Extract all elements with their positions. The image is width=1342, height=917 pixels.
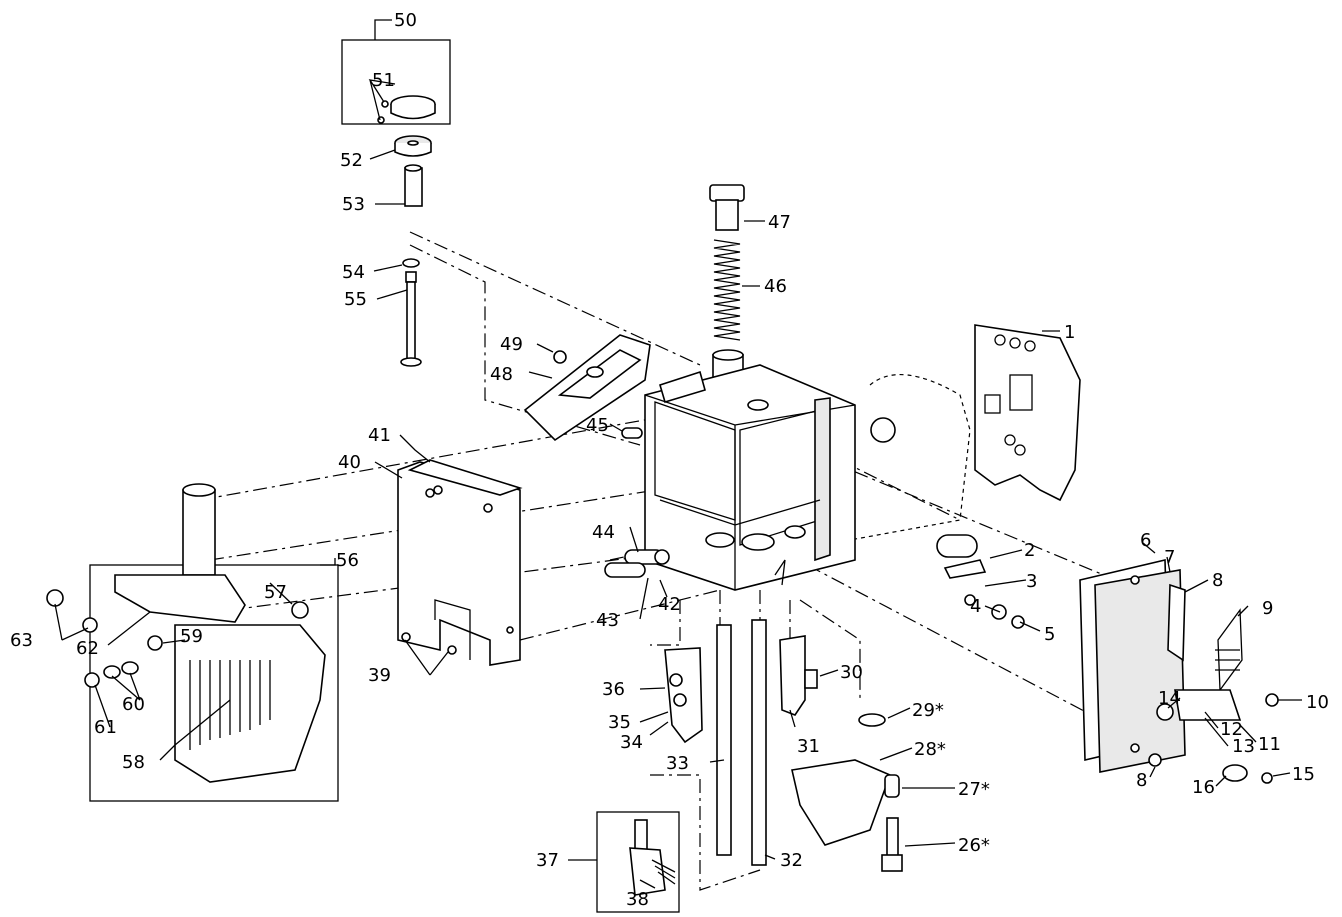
main-housing (644, 364, 896, 591)
top-knob-assembly (341, 19, 451, 367)
callout-60: 60 (122, 694, 145, 715)
callout-14: 14 (1158, 688, 1181, 709)
pins-42-45 (604, 427, 670, 578)
callout-28: 28* (914, 739, 946, 760)
callout-2: 2 (1024, 540, 1035, 561)
callout-63: 63 (10, 630, 33, 651)
callout-47: 47 (768, 212, 791, 233)
callout-37: 37 (536, 850, 559, 871)
plate-40-41 (397, 459, 523, 666)
callout-39: 39 (368, 665, 391, 686)
callout-29: 29* (912, 700, 944, 721)
callout-42: 42 (658, 594, 681, 615)
left-housing-56 (46, 483, 339, 802)
callout-8-top: 8 (1212, 570, 1223, 591)
callout-26: 26* (958, 835, 990, 856)
callout-43: 43 (596, 610, 619, 631)
bracket-48 (523, 334, 651, 442)
leader-lines (54, 149, 1302, 889)
callout-41: 41 (368, 425, 391, 446)
callout-33: 33 (666, 753, 689, 774)
callout-53: 53 (342, 194, 365, 215)
callout-38: 38 (626, 889, 649, 910)
lower-parts (596, 619, 903, 913)
parts-2-5 (936, 534, 1025, 629)
callout-40: 40 (338, 452, 361, 473)
callout-32: 32 (780, 850, 803, 871)
side-plate-6-7 (1079, 558, 1279, 784)
callout-52: 52 (340, 150, 363, 171)
callout-61: 61 (94, 717, 117, 738)
callout-27: 27* (958, 779, 990, 800)
callout-16: 16 (1192, 777, 1215, 798)
callout-34: 34 (620, 732, 643, 753)
callout-48: 48 (490, 364, 513, 385)
spring-and-cap (709, 184, 745, 401)
callout-1: 1 (1064, 322, 1075, 343)
callout-55: 55 (344, 289, 367, 310)
callout-8-bottom: 8 (1136, 770, 1147, 791)
callout-31: 31 (797, 736, 820, 757)
callout-15: 15 (1292, 764, 1315, 785)
callout-58: 58 (122, 752, 145, 773)
callout-9: 9 (1262, 598, 1273, 619)
callout-5: 5 (1044, 624, 1055, 645)
callout-13: 13 (1232, 736, 1255, 757)
callout-35: 35 (608, 712, 631, 733)
callout-57: 57 (264, 582, 287, 603)
callout-62: 62 (76, 638, 99, 659)
callout-11: 11 (1258, 734, 1281, 755)
callout-45: 45 (586, 415, 609, 436)
callout-44: 44 (592, 522, 615, 543)
callout-50: 50 (394, 10, 417, 31)
callout-59: 59 (180, 626, 203, 647)
callout-36: 36 (602, 679, 625, 700)
callout-12: 12 (1220, 719, 1243, 740)
gasket-plate-1 (974, 324, 1081, 502)
callout-labels: 1 2 3 4 5 6 7 8 8 9 10 11 12 13 14 15 16… (10, 10, 1329, 910)
callout-51: 51 (372, 70, 395, 91)
callout-6: 6 (1140, 530, 1151, 551)
callout-46: 46 (764, 276, 787, 297)
callout-30: 30 (840, 662, 863, 683)
callout-49: 49 (500, 334, 523, 355)
callout-3: 3 (1026, 571, 1037, 592)
callout-10: 10 (1306, 692, 1329, 713)
callout-4: 4 (970, 596, 981, 617)
callout-56: 56 (336, 550, 359, 571)
callout-54: 54 (342, 262, 365, 283)
callout-7: 7 (1164, 547, 1175, 568)
